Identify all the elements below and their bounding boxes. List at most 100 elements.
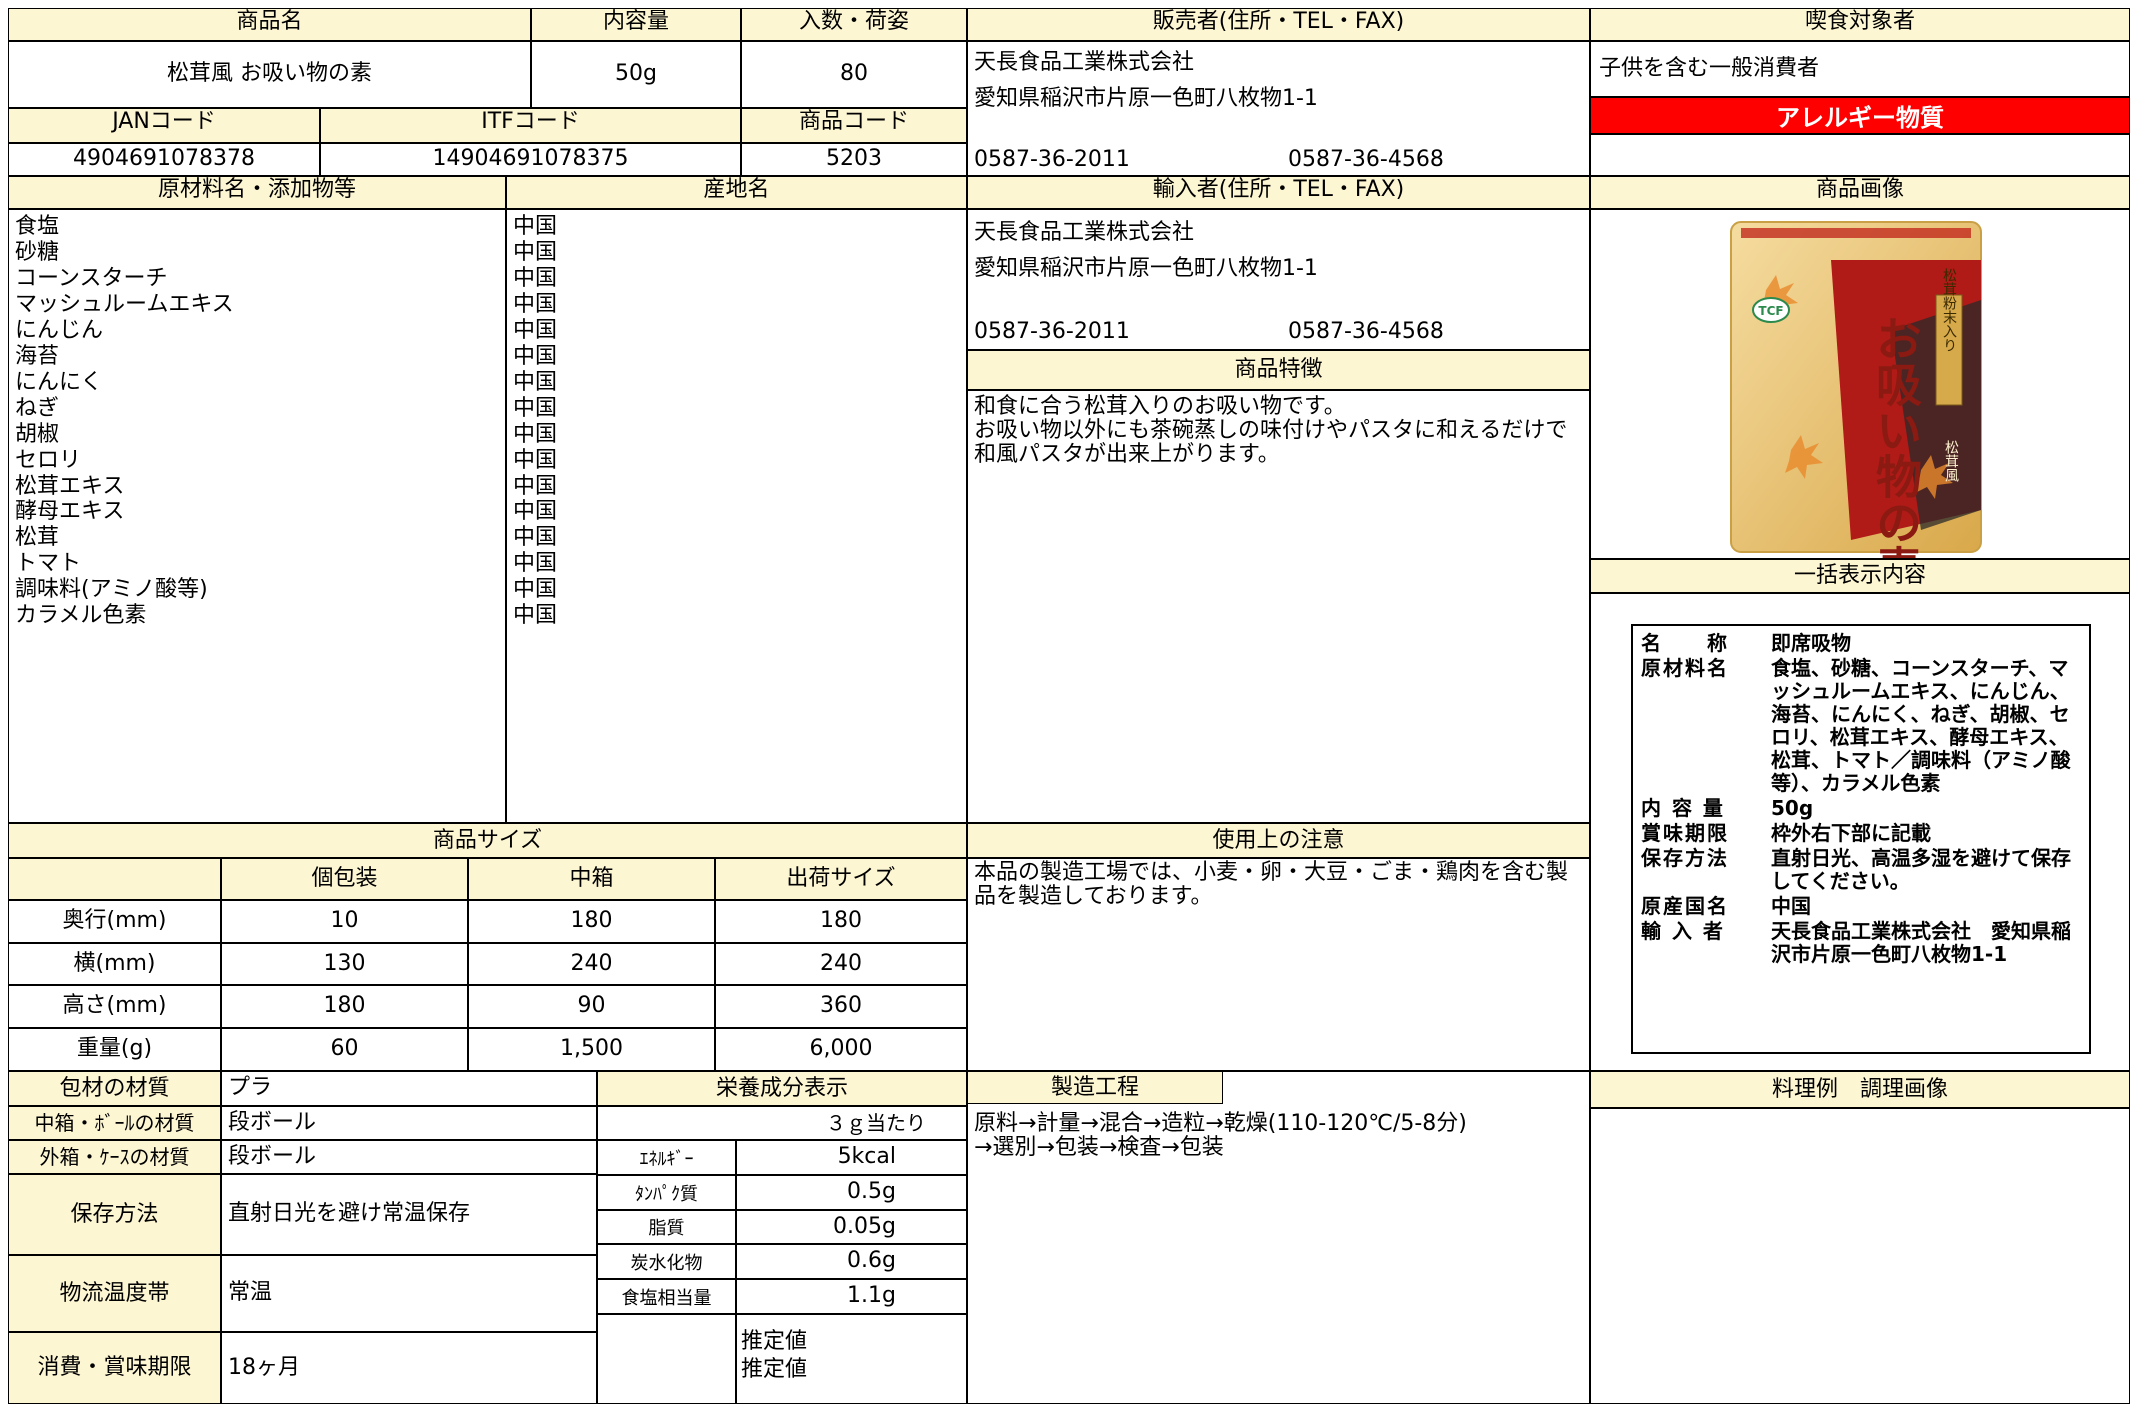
label-key: 原産国名: [1641, 894, 1729, 918]
nutrition-value: 0.6g: [736, 1244, 967, 1279]
nutrition-estimate-1: 推定値: [741, 1329, 808, 1354]
origin-item: 中国: [513, 499, 558, 525]
label-key: 名 称: [1641, 631, 1729, 655]
origin-item: 中国: [513, 447, 558, 473]
ingredient-item: コーンスターチ: [15, 265, 168, 291]
importer-fax: 0587-36-4568: [1288, 319, 1444, 344]
nutrition-label: 炭水化物: [597, 1244, 736, 1279]
package-side-badge: 松茸粉末入り: [1941, 268, 1957, 352]
origin-item: 中国: [513, 395, 558, 421]
label-row: 名 称 即席吸物: [1641, 632, 2081, 655]
origins-list: 中国中国中国中国中国中国中国中国中国中国中国中国中国中国中国中国: [506, 209, 967, 823]
size-cell: 60: [221, 1028, 468, 1071]
origin-item: 中国: [513, 239, 558, 265]
size-corner: [8, 858, 221, 900]
ingredient-item: マッシュルームエキス: [15, 291, 234, 317]
outer-box-value: 段ボール: [221, 1140, 597, 1174]
header-quantity-packing: 入数・荷姿: [741, 8, 967, 41]
header-manufacturing-process: 製造工程: [968, 1072, 1223, 1104]
label-key: 内 容 量: [1641, 796, 1725, 820]
nutrition-per: ３ｇ当たり: [597, 1106, 967, 1140]
ingredient-item: 松茸エキス: [15, 473, 125, 499]
manufacturing-process-text: 原料→計量→混合→造粒→乾燥(110-120℃/5-8分) →選別→包装→検査→…: [974, 1111, 1467, 1161]
size-col-inner-box: 中箱: [468, 858, 715, 900]
origin-item: 中国: [513, 551, 558, 577]
inner-box-value: 段ボール: [221, 1106, 597, 1140]
origin-item: 中国: [513, 603, 558, 629]
nutrition-estimate-2: 推定値: [741, 1357, 808, 1382]
package-title: お吸い物の素: [1869, 315, 1923, 559]
seller-company: 天長食品工業株式会社: [974, 50, 1195, 75]
label-key: 保存方法: [1641, 846, 1729, 870]
header-content-volume: 内容量: [531, 8, 741, 41]
origin-item: 中国: [513, 317, 558, 343]
size-cell: 10: [221, 900, 468, 943]
header-nutrition: 栄養成分表示: [597, 1071, 967, 1106]
nutrition-value: 5kcal: [736, 1140, 967, 1175]
size-cell: 240: [468, 943, 715, 985]
origin-item: 中国: [513, 577, 558, 603]
ingredient-item: 食塩: [15, 214, 60, 239]
origin-item: 中国: [513, 265, 558, 291]
package-logo: TCF: [1758, 304, 1783, 318]
size-cell: 180: [468, 900, 715, 943]
ingredient-item: カラメル色素: [15, 603, 147, 629]
label-value: 枠外右下部に記載: [1771, 821, 1931, 845]
nutrition-label: ｴﾈﾙｷﾞｰ: [597, 1140, 736, 1175]
cooking-example-cell: [1590, 1108, 2130, 1404]
size-cell: 240: [715, 943, 967, 985]
ingredient-item: 酵母エキス: [15, 499, 125, 525]
size-row-label: 奥行(mm): [8, 900, 221, 943]
size-col-individual: 個包装: [221, 858, 468, 900]
quantity-value: 80: [741, 41, 967, 108]
importer-block: 天長食品工業株式会社 愛知県稲沢市片原一色町八枚物1-1 0587-36-201…: [967, 209, 1590, 350]
size-cell: 180: [221, 985, 468, 1028]
importer-address: 愛知県稲沢市片原一色町八枚物1-1: [974, 256, 1318, 281]
target-consumer-value: 子供を含む一般消費者: [1590, 41, 2130, 97]
content-volume-value: 50g: [531, 41, 741, 108]
expiry-label: 消費・賞味期限: [8, 1332, 221, 1404]
origin-item: 中国: [513, 343, 558, 369]
manufacturing-block: 製造工程 原料→計量→混合→造粒→乾燥(110-120℃/5-8分) →選別→包…: [967, 1071, 1590, 1404]
importer-company: 天長食品工業株式会社: [974, 220, 1195, 245]
origin-item: 中国: [513, 421, 558, 447]
label-value: 即席吸物: [1771, 631, 1851, 655]
size-cell: 90: [468, 985, 715, 1028]
ingredients-list: 食塩砂糖コーンスターチマッシュルームエキスにんじん海苔にんにくねぎ胡椒セロリ松茸…: [8, 209, 506, 823]
size-row-label: 高さ(mm): [8, 985, 221, 1028]
nutrition-label: 食塩相当量: [597, 1279, 736, 1314]
label-row: 原産国名中国: [1641, 895, 2081, 918]
allergen-header: アレルギー物質: [1590, 97, 2130, 134]
ingredient-item: 松茸: [15, 525, 60, 551]
header-bulk-label: 一括表示内容: [1590, 559, 2130, 593]
label-row: 輸 入 者天長食品工業株式会社 愛知県稲沢市片原一色町八枚物1-1: [1641, 920, 2081, 966]
usage-notes-block: 本品の製造工場では、小麦・卵・大豆・ごま・鶏肉を含む製品を製造しております。: [967, 858, 1590, 1071]
ingredient-item: にんじん: [15, 317, 104, 343]
label-value: 直射日光、高温多湿を避けて保存してください。: [1771, 846, 2071, 893]
header-product-features: 商品特徴: [967, 350, 1590, 390]
nutrition-value: 1.1g: [736, 1279, 967, 1314]
seller-tel: 0587-36-2011: [974, 147, 1130, 172]
size-cell: 130: [221, 943, 468, 985]
usage-notes-text: 本品の製造工場では、小麦・卵・大豆・ごま・鶏肉を含む製品を製造しております。: [974, 860, 1569, 910]
temp-value: 常温: [221, 1255, 597, 1332]
header-ingredients: 原材料名・添加物等: [8, 176, 506, 209]
origin-item: 中国: [513, 214, 558, 239]
ingredient-item: 調味料(アミノ酸等): [15, 577, 208, 603]
nutrition-label: ﾀﾝﾊﾟｸ質: [597, 1175, 736, 1210]
label-key: 輸 入 者: [1641, 919, 1725, 943]
seller-address: 愛知県稲沢市片原一色町八枚物1-1: [974, 86, 1318, 111]
header-usage-notes: 使用上の注意: [967, 823, 1590, 858]
header-cooking-example: 料理例 調理画像: [1590, 1071, 2130, 1108]
package-subtitle: 松茸風: [1943, 440, 1959, 483]
label-key: 賞味期限: [1641, 821, 1729, 845]
inner-box-label: 中箱・ﾎﾞｰﾙの材質: [8, 1106, 221, 1140]
nutrition-estimate-cell: 推定値 推定値: [736, 1314, 967, 1404]
ingredient-item: にんにく: [15, 369, 103, 395]
header-product-image: 商品画像: [1590, 176, 2130, 209]
seller-block: 天長食品工業株式会社 愛知県稲沢市片原一色町八枚物1-1 0587-36-201…: [967, 41, 1590, 176]
ingredient-item: セロリ: [15, 447, 82, 473]
nutrition-label: 脂質: [597, 1210, 736, 1244]
